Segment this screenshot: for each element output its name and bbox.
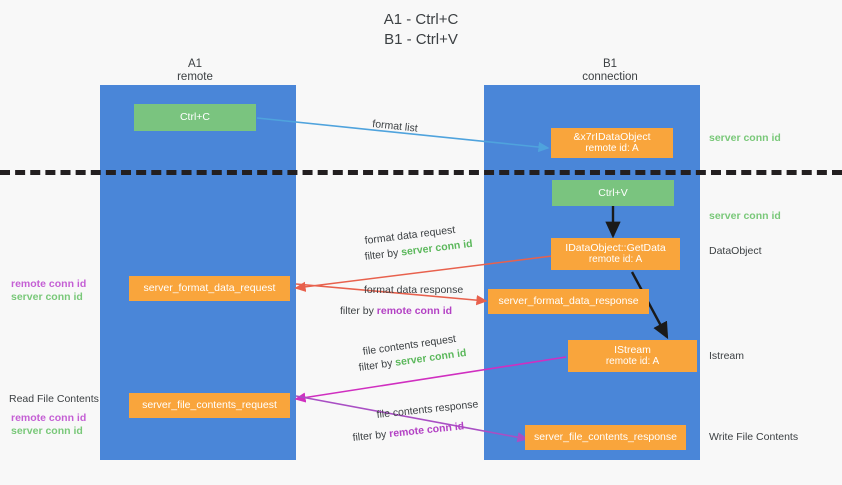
lane-header-a1-name: A1 [187,58,203,70]
filter-prefix: filter by [340,305,377,317]
node-getdata-label: IDataObject::GetData [565,241,666,254]
node-idataobject-label: &x7rIDataObject [573,130,651,143]
edge-getdata-istream [630,271,669,340]
node-getdata[interactable]: IDataObject::GetData remote id: A [551,238,680,270]
lane-header-b1-name: B1 [602,58,618,70]
annotation-left-remote-conn-id-1: remote conn id [11,278,87,290]
node-istream-label: IStream [614,343,651,356]
edge-file-contents-request [294,356,567,403]
node-ctrl-v-label: Ctrl+V [598,186,628,199]
node-server-file-contents-response-label: server_file_contents_response [533,431,677,444]
node-server-file-contents-request[interactable]: server_file_contents_request [129,393,290,418]
node-server-format-data-request-label: server_format_data_request [143,282,276,295]
node-istream-remote-id: remote id: A [605,356,660,367]
filter-prefix: filter by [352,428,390,444]
node-getdata-remote-id: remote id: A [588,254,643,265]
title-line-2: B1 - Ctrl+V [384,31,458,48]
node-ctrl-v[interactable]: Ctrl+V [552,180,674,206]
lane-header-a1-sub: remote [177,71,213,83]
lane-header-b1: B1 connection [540,58,680,84]
node-server-file-contents-request-label: server_file_contents_request [142,399,277,412]
annotation-left-server-conn-id-1: server conn id [11,291,83,303]
annotation-left-remote-conn-id-2: remote conn id [11,412,87,424]
annotation-left-server-conn-id-2: server conn id [11,425,83,437]
lane-header-b1-sub: connection [582,71,638,83]
annotation-right-dataobject: DataObject [709,245,762,257]
phase-separator [0,170,842,175]
edge-format-data-response [295,283,488,306]
node-server-format-data-request[interactable]: server_format_data_request [129,276,290,301]
annotation-left-read-file-contents: Read File Contents [9,393,99,405]
node-server-format-data-response-label: server_format_data_response [498,295,639,308]
diagram-title: A1 - Ctrl+C B1 - Ctrl+V [0,10,842,50]
edge-label-format-data-response: format data response [364,284,464,296]
node-server-file-contents-response[interactable]: server_file_contents_response [525,425,686,450]
annotation-right-server-conn-id-1: server conn id [709,132,781,144]
node-ctrl-c-label: Ctrl+C [179,111,211,124]
edge-format-list [256,117,550,153]
node-server-format-data-response[interactable]: server_format_data_response [488,289,649,314]
annotation-right-istream: Istream [709,350,745,362]
annotation-right-write-file-contents: Write File Contents [709,431,799,443]
filter-key-remote-conn-id: remote conn id [376,305,453,317]
edge-label-format-data-response-filter: filter by remote conn id [340,305,452,318]
annotation-right-server-conn-id-2: server conn id [709,210,781,222]
node-idataobject-remote-id: remote id: A [585,143,639,154]
node-ctrl-c[interactable]: Ctrl+C [134,104,256,131]
node-istream[interactable]: IStream remote id: A [568,340,697,372]
edge-format-data-request [294,255,553,292]
node-idataobject[interactable]: &x7rIDataObject remote id: A [551,128,673,158]
edge-file-contents-response [295,395,529,443]
lane-header-a1: A1 remote [130,58,260,84]
title-line-1: A1 - Ctrl+C [383,11,459,28]
